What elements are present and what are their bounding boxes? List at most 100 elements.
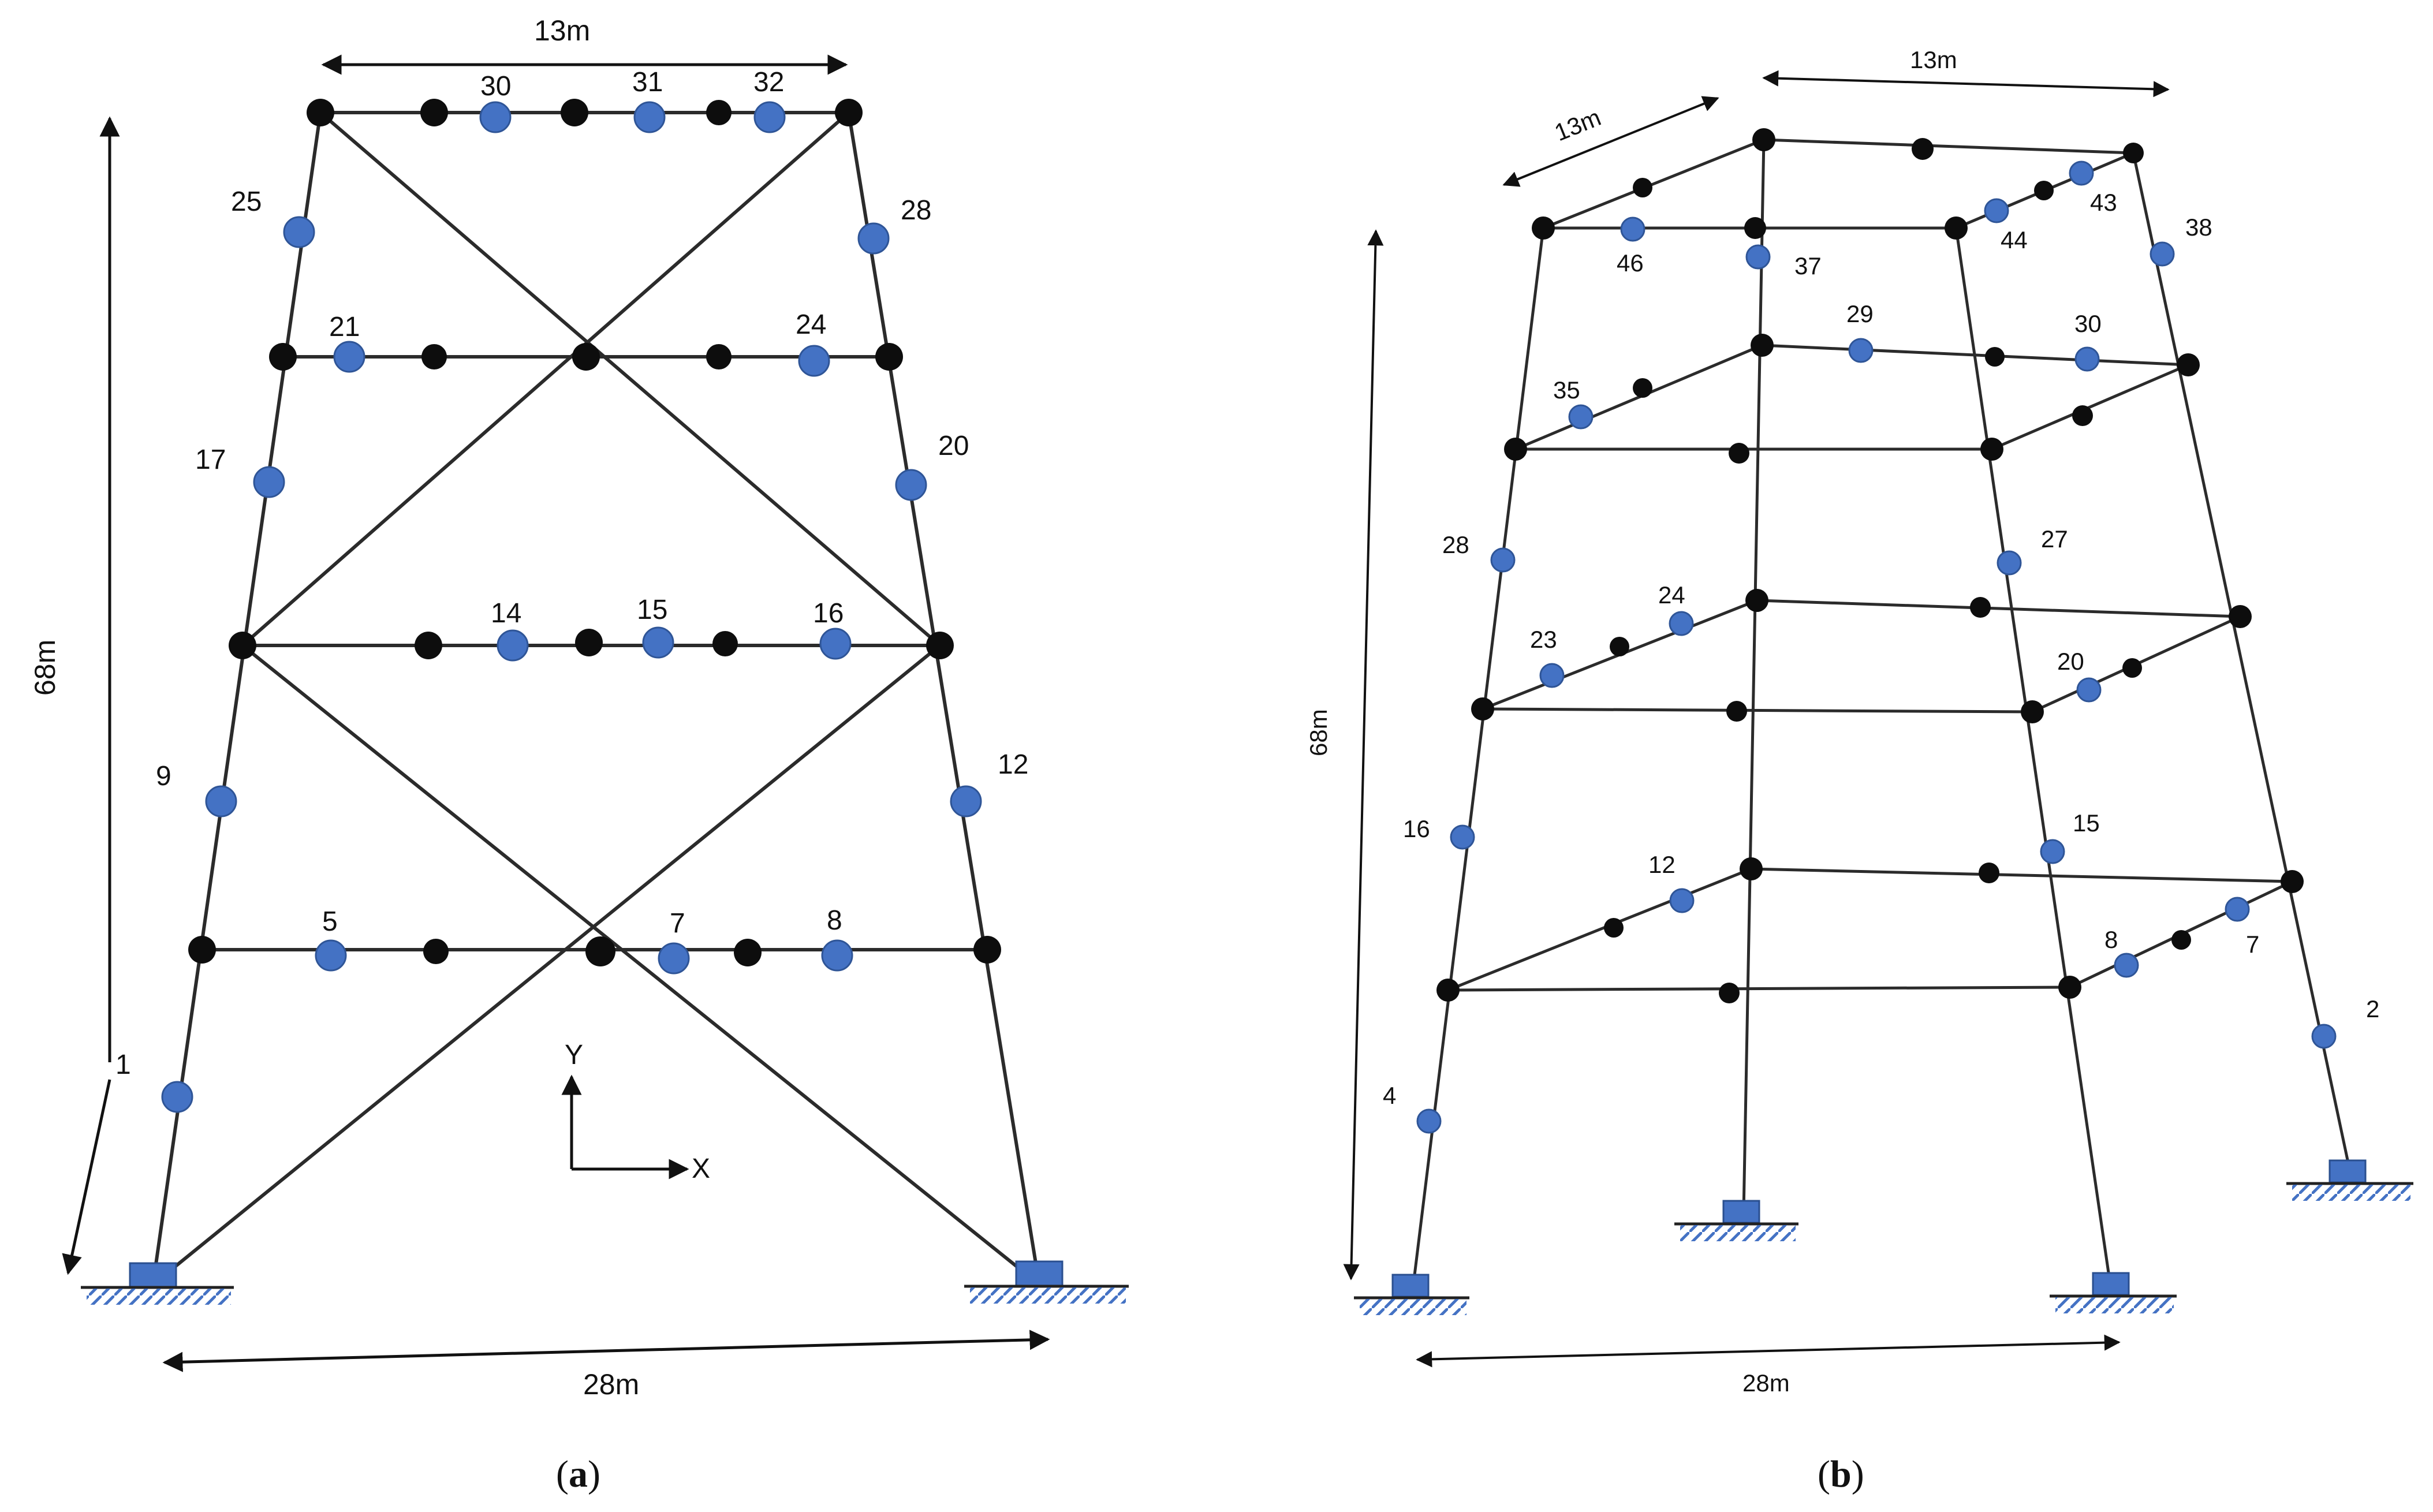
sensor-b-20: [2076, 677, 2102, 703]
sensor-b-29: [1848, 338, 1874, 363]
sensor-label: 12: [998, 749, 1028, 780]
support-b-3: [2092, 1272, 2130, 1296]
sensor-a-21: [333, 341, 365, 373]
sensor-label: 44: [2001, 226, 2028, 253]
sensor-label: 5: [322, 906, 338, 937]
sensor-label: 9: [156, 761, 171, 792]
sensor-label: 7: [670, 908, 685, 939]
sensor-label: 35: [1553, 376, 1580, 404]
sensor-label: 20: [938, 431, 969, 461]
caption-a: (a): [556, 1453, 600, 1495]
panel-b-dimensions: [1343, 70, 2170, 1368]
support-b-1: [1391, 1274, 1430, 1298]
axis-x-label: X: [692, 1153, 710, 1184]
sensor-label: 28: [901, 195, 931, 226]
sensor-label: 17: [195, 445, 226, 475]
sensor-label: 31: [632, 67, 663, 98]
sensor-a-7: [658, 942, 690, 975]
sensor-label: 30: [2074, 310, 2102, 337]
sensor-label: 32: [753, 67, 784, 98]
panel-b-sensors: [1416, 160, 2337, 1134]
sensor-a-31: [633, 101, 666, 133]
sensor-label: 38: [2185, 214, 2212, 241]
dim-top-label-a: 13m: [534, 14, 590, 47]
sensor-label: 7: [2246, 931, 2259, 958]
sensor-a-24: [798, 345, 830, 377]
sensor-label: 16: [813, 598, 844, 629]
dim-arrow-b-bottom: [1416, 1334, 2121, 1368]
sensor-b-23: [1539, 663, 1565, 688]
panel-a-frame: [151, 111, 1041, 1286]
sensor-b-16: [1450, 824, 1475, 850]
sensor-label: 2: [2366, 995, 2379, 1022]
dim-arrow-bottom: [162, 1330, 1050, 1372]
sensor-a-20: [895, 469, 927, 501]
sensor-a-5: [315, 939, 347, 972]
dim-bottom-label-b: 28m: [1742, 1369, 1790, 1397]
sensor-label: 8: [2104, 926, 2118, 953]
sensor-label: 30: [480, 71, 511, 102]
sensor-label: 37: [1794, 252, 1822, 279]
sensor-a-17: [253, 466, 285, 498]
sensor-b-15: [2040, 839, 2065, 864]
support-right: [1015, 1260, 1063, 1287]
sensor-b-46: [1620, 216, 1645, 242]
sensor-label: 14: [491, 598, 521, 629]
col-back-right: [2132, 151, 2352, 1173]
col-back-left: [1742, 138, 1766, 1214]
sensor-label: 20: [2057, 648, 2084, 675]
sensor-label: 23: [1530, 626, 1557, 653]
sensor-b-8: [2114, 953, 2139, 978]
dim-arrow-b-height: [1343, 229, 1384, 1280]
sensor-b-7: [2225, 897, 2250, 922]
panel-b-frame: [1412, 138, 2352, 1286]
sensor-a-30: [479, 101, 512, 133]
sensor-b-2: [2311, 1024, 2337, 1049]
sensor-label: 24: [796, 309, 826, 340]
sensor-a-32: [753, 101, 786, 133]
brace-bot-1: [241, 644, 1041, 1286]
sensor-label: 16: [1403, 815, 1430, 842]
sensor-b-28: [1490, 547, 1516, 573]
dim-arrow-b-top-left: [1502, 96, 1719, 187]
panel-b-nodes: [1436, 128, 2304, 1003]
panel-a-sensors: [161, 101, 982, 1113]
sensor-a-14: [497, 629, 529, 662]
sensor-a-16: [819, 628, 852, 660]
sensor-label: 27: [2041, 525, 2068, 552]
sensor-b-24: [1669, 611, 1694, 636]
sensor-a-1: [161, 1081, 193, 1113]
support-b-2: [1722, 1200, 1760, 1224]
dim-top-right-label-b: 13m: [1910, 46, 1957, 73]
sensor-a-9: [205, 785, 237, 817]
sensor-label: 8: [827, 905, 842, 936]
sensor-a-12: [950, 785, 982, 817]
sensor-label: 12: [1648, 851, 1676, 878]
right-leg: [847, 111, 1041, 1286]
dim-bottom-label-a: 28m: [583, 1368, 639, 1401]
sensor-a-28: [857, 222, 890, 255]
panel-b-supports: [1354, 1159, 2413, 1315]
sensor-label: 43: [2090, 189, 2117, 216]
sensor-b-44: [1984, 198, 2009, 223]
sensor-label: 15: [637, 595, 667, 625]
sensor-label: 21: [329, 312, 360, 342]
sensor-label: 25: [231, 186, 262, 217]
sensor-b-35: [1568, 404, 1594, 430]
dim-height-label-b: 68m: [1305, 709, 1332, 756]
panel-a-sensor-labels: 30 31 32 25 28 21 24 17 20 14 15 16 9 12…: [115, 67, 1028, 1080]
sensor-b-38: [2150, 241, 2175, 267]
dim-height-label-a: 68m: [29, 640, 61, 696]
sensor-label: 15: [2073, 809, 2100, 837]
panel-a-supports: [81, 1260, 1129, 1305]
sensor-b-30: [2074, 346, 2100, 372]
col-front-left: [1412, 226, 1545, 1286]
sensor-label: 24: [1658, 581, 1685, 608]
support-b-4: [2328, 1159, 2367, 1184]
dim-top-left-label-b: 13m: [1551, 103, 1604, 146]
sensor-label: 29: [1846, 300, 1874, 327]
sensor-a-8: [821, 939, 853, 972]
axis-indicator: [561, 1074, 689, 1179]
brace-top-2: [241, 111, 850, 647]
